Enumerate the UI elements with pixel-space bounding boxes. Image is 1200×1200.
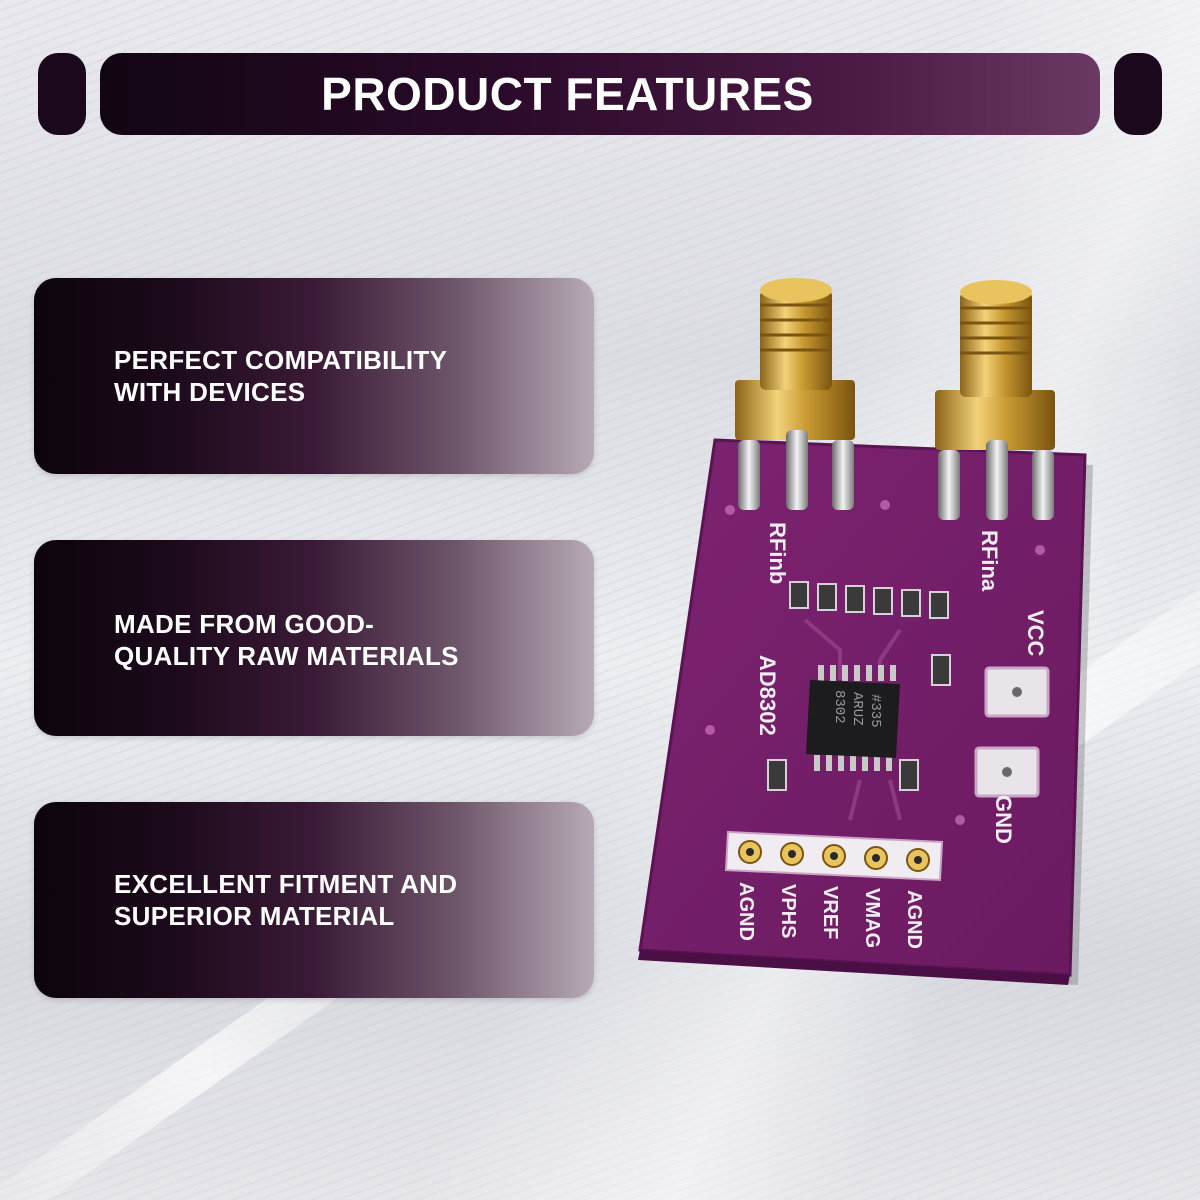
label-chip-name: AD8302 (755, 655, 780, 736)
chip-marking-3: #335 (867, 694, 883, 728)
label-gnd: GND (991, 795, 1016, 844)
ad8302-board-image: RFinb RFina 8302 (638, 278, 1093, 985)
label-rfinb: RFinb (765, 522, 790, 584)
smd-components-side (767, 654, 951, 791)
feature-card-compatibility: PERFECT COMPATIBILITY WITH DEVICES (34, 278, 594, 474)
header-left-cap (38, 53, 86, 135)
chip-marking-2: ARUZ (849, 692, 865, 726)
pcb-edge (638, 950, 1070, 985)
pin-label: VMAG (861, 888, 883, 948)
pin-label: AGND (735, 882, 757, 941)
header-banner (100, 53, 1100, 135)
power-pads (974, 666, 1050, 798)
pin-label: VREF (819, 886, 841, 939)
feature-card-fitment: EXCELLENT FITMENT AND SUPERIOR MATERIAL (34, 802, 594, 998)
pcb-vias (705, 500, 1045, 825)
feature-card-materials: MADE FROM GOOD- QUALITY RAW MATERIALS (34, 540, 594, 736)
label-rfina: RFina (977, 530, 1002, 592)
sma-connector-left (735, 278, 855, 510)
page-title: PRODUCT FEATURES (321, 68, 814, 120)
chip-marking-1: 8302 (831, 690, 847, 724)
pin-label: AGND (903, 890, 925, 949)
feature-text: EXCELLENT FITMENT AND SUPERIOR MATERIAL (114, 869, 458, 931)
label-vcc: VCC (1023, 610, 1048, 657)
smd-components-row (789, 581, 949, 619)
pin-header (724, 830, 944, 882)
pin-label: VPHS (777, 884, 799, 938)
sma-connector-right (935, 280, 1055, 520)
feature-text: MADE FROM GOOD- QUALITY RAW MATERIALS (114, 609, 459, 671)
ad8302-chip: 8302 ARUZ #335 (806, 665, 900, 771)
feature-text: PERFECT COMPATIBILITY WITH DEVICES (114, 345, 448, 407)
header-right-cap (1114, 53, 1162, 135)
